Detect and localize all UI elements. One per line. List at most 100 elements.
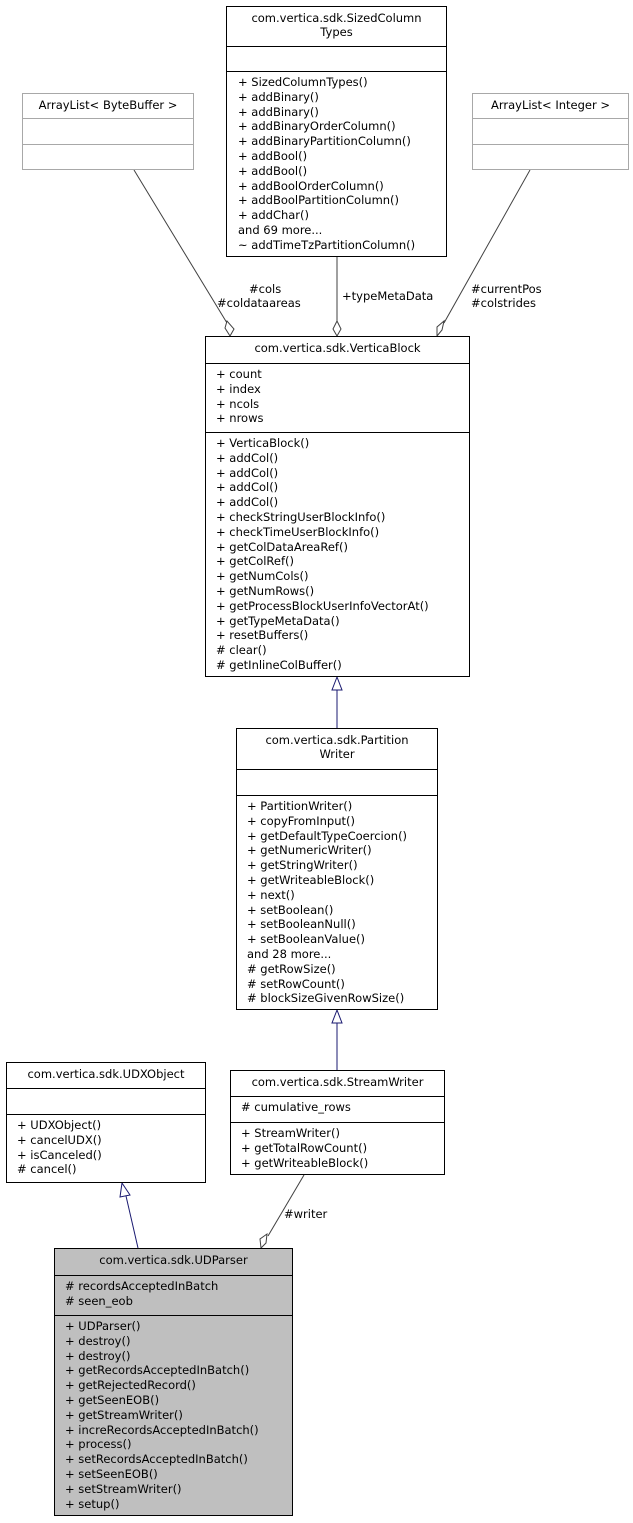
- method-item: + getColDataAreaRef(): [216, 539, 348, 554]
- method-item: + cancelUDX(): [17, 1132, 102, 1147]
- attributes-section: [227, 46, 446, 71]
- method-item: + getProcessBlockUserInfoVectorAt(): [216, 598, 429, 613]
- method-item: + getRecordsAcceptedInBatch(): [65, 1363, 250, 1378]
- class-title-line-1: com.vertica.sdk.SizedColumn: [251, 11, 422, 25]
- method-item: # getRowSize(): [247, 961, 336, 976]
- class-title: com.vertica.sdk.SizedColumn Types: [227, 7, 446, 46]
- method-item: # setRowCount(): [247, 976, 345, 991]
- attributes-section: [473, 118, 628, 144]
- sized-column-types-class: com.vertica.sdk.SizedColumn Types + Size…: [226, 6, 447, 257]
- attribute-item: # seen_eob: [65, 1293, 133, 1308]
- method-item: + checkStringUserBlockInfo(): [216, 509, 386, 524]
- method-item: + addBool(): [238, 148, 308, 163]
- method-item: # getInlineColBuffer(): [216, 657, 342, 672]
- attributes-section: [237, 769, 437, 795]
- method-item: + destroy(): [65, 1348, 131, 1363]
- method-item: + increRecordsAcceptedInBatch(): [65, 1422, 259, 1437]
- method-item: + addBoolOrderColumn(): [238, 178, 384, 193]
- cols-edge-label: #cols: [249, 282, 282, 296]
- attribute-item: + index: [216, 381, 261, 396]
- method-item: + getTypeMetaData(): [216, 613, 340, 628]
- method-item: + getSeenEOB(): [65, 1392, 160, 1407]
- method-item: + addBool(): [238, 163, 308, 178]
- method-item: + setRecordsAcceptedInBatch(): [65, 1452, 248, 1467]
- cols-aggregation-diamond: [224, 319, 235, 337]
- writer-aggregation-diamond: [259, 1232, 268, 1250]
- method-item: + addCol(): [216, 480, 279, 495]
- attributes-section: [23, 118, 193, 144]
- method-item: + addBinaryPartitionColumn(): [238, 134, 411, 149]
- method-item: + setBooleanNull(): [247, 917, 356, 932]
- method-item: + resetBuffers(): [216, 628, 309, 643]
- method-item: + PartitionWriter(): [247, 799, 353, 813]
- method-item: + addCol(): [216, 450, 279, 465]
- method-item: and 28 more...: [247, 946, 332, 961]
- method-item: + process(): [65, 1437, 132, 1452]
- method-item: + addChar(): [238, 208, 310, 223]
- partition-writer-class: com.vertica.sdk.Partition Writer + Parti…: [236, 728, 438, 1010]
- method-item: + copyFromInput(): [247, 813, 355, 828]
- method-item: + destroy(): [65, 1333, 131, 1348]
- attributes-section: # cumulative_rows: [231, 1096, 444, 1122]
- methods-section: + VerticaBlock() + addCol() + addCol() +…: [206, 432, 469, 673]
- method-item: # cancel(): [17, 1162, 77, 1177]
- method-item: + setup(): [65, 1496, 120, 1511]
- method-item: + getDefaultTypeCoercion(): [247, 828, 408, 843]
- writer-edge-label: #writer: [284, 1207, 328, 1221]
- methods-section: [23, 144, 193, 169]
- arraylist-integer-class: ArrayList< Integer >: [472, 93, 629, 170]
- ud-parser-class: com.vertica.sdk.UDParser # recordsAccept…: [54, 1248, 293, 1516]
- attribute-item: + ncols: [216, 396, 260, 411]
- attributes-section: # recordsAcceptedInBatch # seen_eob: [55, 1275, 292, 1315]
- class-title: com.vertica.sdk.UDParser: [99, 1253, 248, 1267]
- method-item: + getNumCols(): [216, 569, 309, 584]
- partitionwriter-inheritance-arrow: [331, 1008, 343, 1024]
- method-item: + getStringWriter(): [247, 858, 358, 873]
- class-title: com.vertica.sdk.UDXObject: [27, 1067, 185, 1081]
- arraylist-bytebuffer-class: ArrayList< ByteBuffer >: [22, 93, 194, 170]
- method-item: + SizedColumnTypes(): [238, 75, 368, 89]
- attributes-section: [7, 1088, 205, 1114]
- method-item: + getStreamWriter(): [65, 1407, 183, 1422]
- class-title: com.vertica.sdk.Partition Writer: [237, 729, 437, 769]
- writer-association-line: [267, 1174, 305, 1237]
- method-item: + setBooleanValue(): [247, 932, 365, 947]
- class-title: ArrayList< Integer >: [490, 98, 611, 112]
- attribute-item: # recordsAcceptedInBatch: [65, 1279, 219, 1293]
- method-item: # clear(): [216, 643, 267, 658]
- method-item: + next(): [247, 887, 295, 902]
- coldataareas-edge-label: #coldataareas: [217, 296, 301, 310]
- attributes-section: + count + index + ncols + nrows: [206, 363, 469, 432]
- method-item: + addBinary(): [238, 104, 319, 119]
- method-item: + addBinaryOrderColumn(): [238, 119, 396, 134]
- method-item: + UDXObject(): [17, 1118, 102, 1132]
- methods-section: + PartitionWriter() + copyFromInput() + …: [237, 795, 437, 1006]
- class-title: com.vertica.sdk.VerticaBlock: [254, 341, 421, 355]
- methods-section: + UDXObject() + cancelUDX() + isCanceled…: [7, 1114, 205, 1177]
- attribute-item: + count: [216, 367, 262, 381]
- typemetadata-edge-label: +typeMetaData: [342, 289, 434, 303]
- udxobject-inheritance-arrow: [119, 1181, 131, 1198]
- method-item: + getRejectedRecord(): [65, 1378, 196, 1393]
- method-item: + getColRef(): [216, 554, 295, 569]
- method-item: and 69 more...: [238, 222, 323, 237]
- method-item: + addCol(): [216, 495, 279, 510]
- methods-section: + UDParser() + destroy() + destroy() + g…: [55, 1315, 292, 1511]
- class-title: ArrayList< ByteBuffer >: [38, 98, 178, 112]
- method-item: + UDParser(): [65, 1319, 141, 1333]
- methods-section: + SizedColumnTypes() + addBinary() + add…: [227, 71, 446, 253]
- method-item: + setSeenEOB(): [65, 1466, 158, 1481]
- method-item: ~ addTimeTzPartitionColumn(): [238, 237, 416, 252]
- method-item: + addBinary(): [238, 89, 319, 104]
- methods-section: + StreamWriter() + getTotalRowCount() + …: [231, 1122, 444, 1170]
- colstrides-association-line: [443, 169, 531, 324]
- methods-section: [473, 144, 628, 169]
- method-item: + StreamWriter(): [241, 1126, 340, 1140]
- attribute-item: # cumulative_rows: [241, 1100, 351, 1114]
- colstrides-edge-label: #colstrides: [471, 296, 536, 310]
- method-item: + checkTimeUserBlockInfo(): [216, 524, 380, 539]
- method-item: + getWriteableBlock(): [247, 872, 375, 887]
- stream-writer-class: com.vertica.sdk.StreamWriter # cumulativ…: [230, 1070, 445, 1175]
- method-item: + addCol(): [216, 465, 279, 480]
